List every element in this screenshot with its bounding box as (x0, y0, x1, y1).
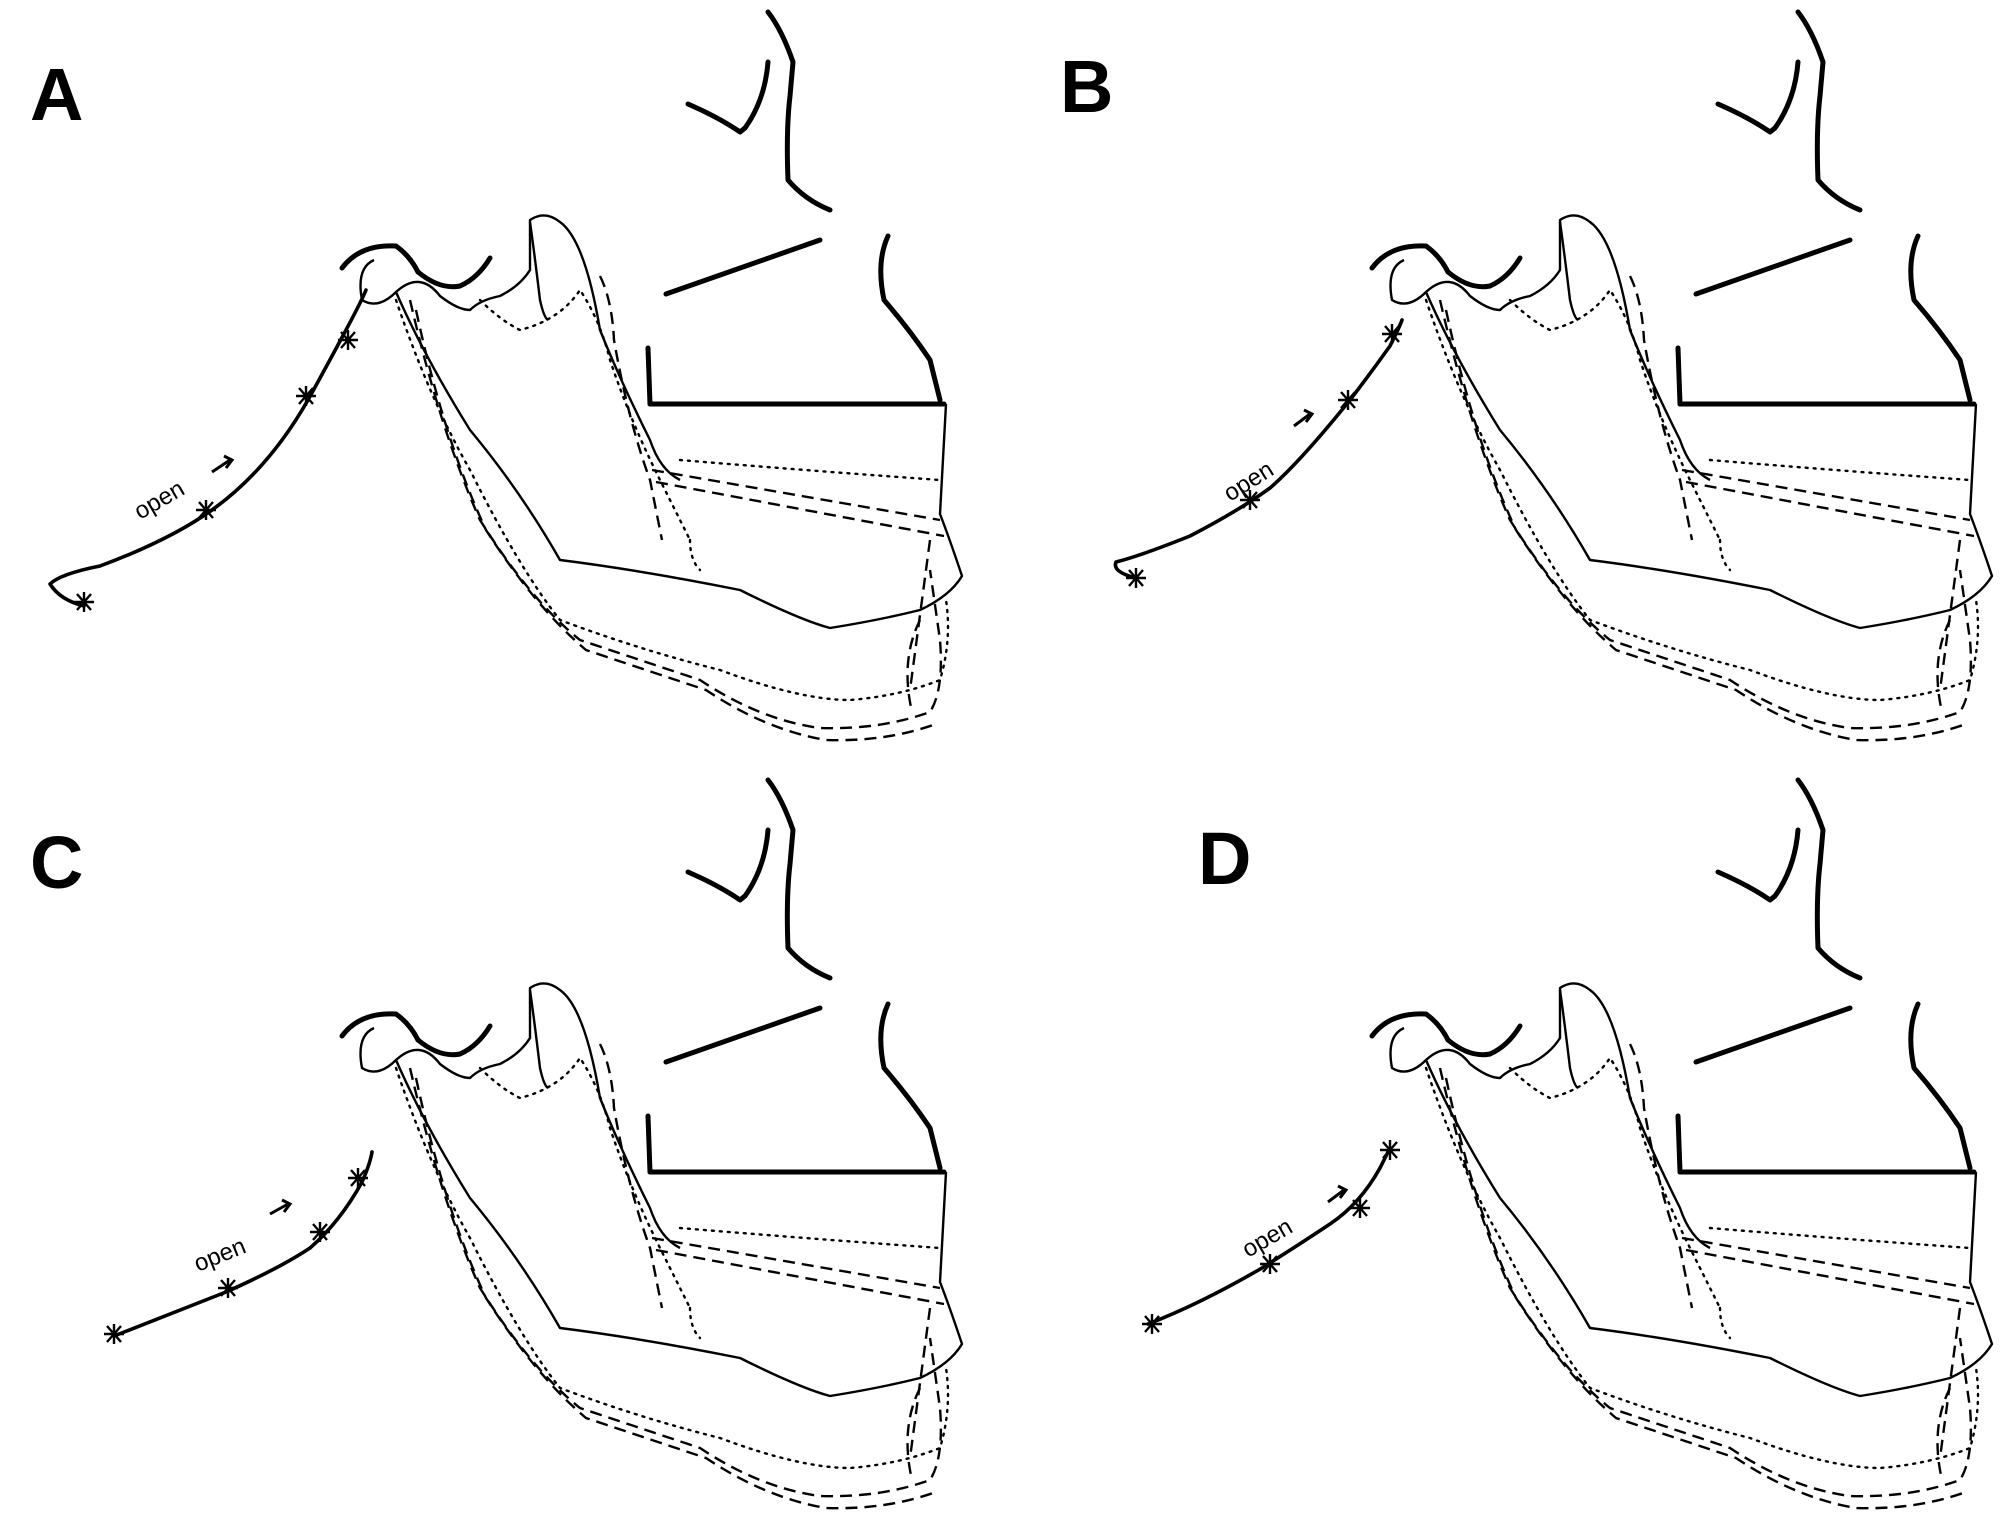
condyle-trajectory (1146, 1146, 1392, 1326)
condyle-trajectory (1113, 318, 1404, 580)
open-label: open (130, 475, 190, 525)
open-arrow-icon (211, 454, 235, 474)
panel-c: open (102, 780, 962, 1508)
panel-label-a: A (30, 53, 84, 136)
condyle-trajectory (48, 288, 368, 608)
panel-label-c: C (30, 821, 84, 904)
panel-d: open (1140, 780, 1992, 1508)
panel-label-d: D (1198, 817, 1252, 900)
open-arrow-icon (1327, 1184, 1349, 1204)
panel-label-b: B (1060, 45, 1114, 128)
open-label: open (190, 1233, 250, 1278)
panel-a: open (48, 12, 962, 740)
open-arrow-icon (1293, 408, 1315, 428)
open-arrow-icon (269, 1198, 293, 1216)
open-label: open (1238, 1213, 1298, 1263)
panel-b: open (1113, 12, 1992, 740)
